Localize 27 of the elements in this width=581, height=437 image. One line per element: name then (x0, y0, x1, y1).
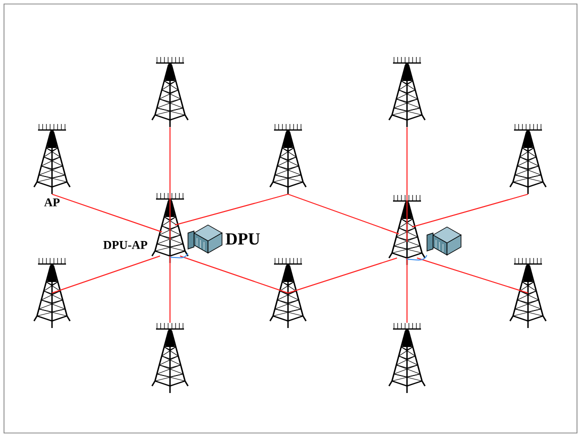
connection-line (52, 256, 160, 294)
node-label: DPU (226, 233, 260, 245)
tower-drawing (151, 56, 189, 127)
connection-line (406, 126, 408, 242)
tower-drawing (509, 258, 547, 328)
connection-line (288, 258, 398, 294)
tower-drawing (388, 322, 426, 393)
connection-line (180, 256, 288, 294)
connection-line (170, 252, 188, 258)
tower-drawing (33, 124, 71, 194)
node-label: DPU-AP (103, 241, 148, 249)
connection-line (412, 194, 528, 228)
tower-drawing (509, 124, 547, 194)
connection-line (174, 194, 288, 226)
connection-line (406, 258, 408, 324)
node-label: AP (44, 198, 60, 206)
connection-line (52, 194, 162, 232)
tower-drawing (269, 124, 307, 194)
server-drawing (426, 226, 462, 256)
tower-drawing (33, 258, 71, 328)
tower-drawing (388, 56, 426, 127)
connection-line (288, 194, 400, 234)
tower-drawing (151, 322, 189, 393)
connection-line (416, 258, 528, 294)
connection-line (406, 254, 428, 260)
server-drawing (188, 224, 223, 254)
tower-drawing (269, 258, 307, 328)
